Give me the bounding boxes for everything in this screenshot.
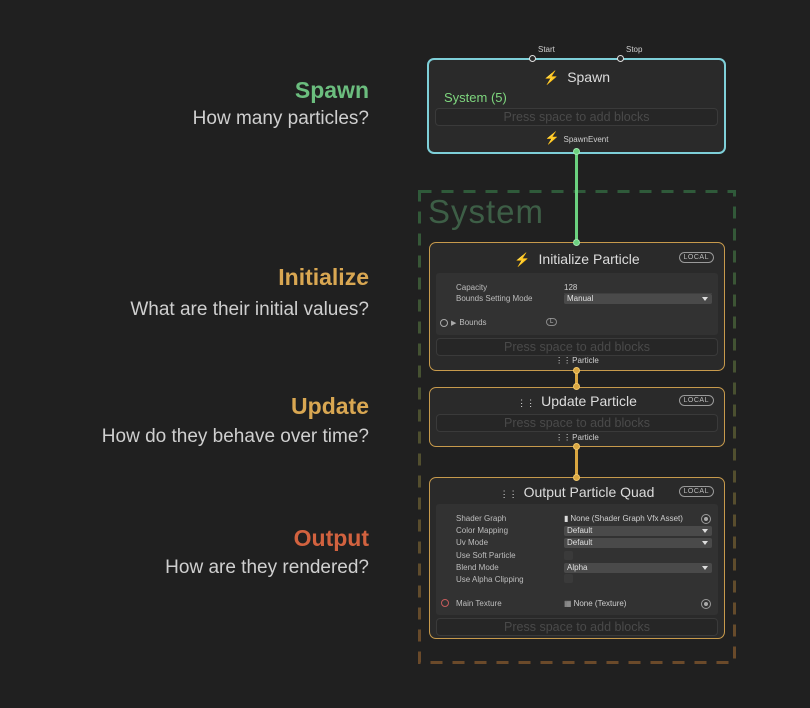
file-icon: ▮ [564, 514, 569, 523]
bounds-mode-dropdown[interactable]: Manual [564, 294, 712, 304]
bounds-mode-value: Manual [567, 294, 594, 303]
output-input-port[interactable] [573, 474, 580, 481]
blend-mode-value: Alpha [567, 563, 588, 572]
expand-arrow-icon: ▶ [451, 320, 457, 327]
initialize-flow-text: Particle [572, 356, 599, 365]
initialize-input-port[interactable] [573, 239, 580, 246]
main-texture-field[interactable]: ▦None (Texture) [564, 599, 626, 608]
chevron-down-icon [702, 566, 708, 570]
color-mapping-value: Default [567, 526, 593, 535]
update-node[interactable]: ⋮⋮ Update Particle LOCAL Press space to a… [429, 387, 725, 447]
update-heading: Update [291, 393, 369, 419]
shader-graph-picker-icon[interactable] [701, 514, 711, 524]
output-node-header: ⋮⋮ Output Particle Quad [430, 484, 724, 500]
initialize-settings-block: Capacity 128 Bounds Setting Mode Manual … [436, 273, 718, 335]
chevron-down-icon [702, 541, 708, 545]
uv-mode-value: Default [567, 538, 593, 547]
spawn-heading: Spawn [294, 77, 369, 103]
shader-graph-value: None (Shader Graph Vfx Asset) [570, 514, 683, 523]
output-settings-block: Shader Graph ▮None (Shader Graph Vfx Ass… [436, 504, 718, 615]
particle-icon: ⋮⋮ [499, 489, 518, 499]
capacity-field[interactable]: 128 [564, 283, 578, 292]
initialize-to-update-link[interactable] [575, 370, 578, 388]
update-output-port[interactable] [573, 443, 580, 450]
initialize-node[interactable]: ⚡ Initialize Particle LOCAL Capacity 128 … [429, 242, 725, 371]
update-node-title: Update Particle [541, 393, 637, 409]
output-local-badge[interactable]: LOCAL [678, 486, 714, 497]
bounds-row[interactable]: ▶Bounds [440, 318, 487, 327]
port-circle-icon [440, 318, 448, 327]
blend-mode-dropdown[interactable]: Alpha [564, 563, 712, 573]
soft-particle-label: Use Soft Particle [456, 551, 516, 560]
initialize-local-badge[interactable]: LOCAL [678, 252, 714, 263]
update-local-badge[interactable]: LOCAL [678, 395, 714, 406]
uv-mode-dropdown[interactable]: Default [564, 538, 712, 548]
bounds-label: Bounds [459, 318, 487, 327]
spawn-add-blocks[interactable]: Press space to add blocks [435, 108, 718, 126]
initialize-heading: Initialize [278, 264, 369, 290]
initialize-flow-output: ⋮⋮Particle [430, 356, 724, 365]
start-port-label: Start [538, 45, 555, 54]
spawn-output-port[interactable] [573, 148, 580, 155]
spawn-to-initialize-link[interactable] [575, 152, 578, 242]
lightning-icon: ⚡ [543, 70, 560, 85]
blend-mode-label: Blend Mode [456, 563, 499, 572]
shader-graph-label: Shader Graph [456, 514, 507, 523]
lightning-icon: ⚡ [544, 131, 560, 145]
initialize-output-port[interactable] [573, 367, 580, 374]
capacity-label: Capacity [456, 283, 488, 292]
start-port[interactable] [529, 55, 536, 62]
system-count-label: System (5) [444, 90, 507, 105]
chevron-down-icon [702, 297, 708, 301]
main-texture-port[interactable] [441, 599, 449, 607]
uv-mode-label: Uv Mode [456, 538, 489, 547]
alpha-clipping-checkbox[interactable] [564, 574, 573, 583]
capacity-underline [564, 293, 712, 294]
spawn-node-header: ⚡ Spawn [429, 69, 724, 86]
stop-port-label: Stop [626, 45, 643, 54]
main-texture-value: None (Texture) [573, 599, 627, 608]
lightning-icon: ⚡ [514, 252, 531, 267]
spawn-event-label: ⚡SpawnEvent [429, 131, 724, 145]
texture-icon: ▦ [564, 599, 572, 608]
system-title[interactable]: System [428, 193, 545, 230]
update-add-blocks[interactable]: Press space to add blocks [436, 414, 718, 432]
alpha-clipping-label: Use Alpha Clipping [456, 575, 524, 584]
output-node-title: Output Particle Quad [523, 484, 655, 500]
update-node-header: ⋮⋮ Update Particle [430, 393, 724, 409]
initialize-question: What are their initial values? [130, 299, 369, 320]
output-add-blocks[interactable]: Press space to add blocks [436, 618, 718, 636]
spawn-node[interactable]: ⚡ Spawn System (5) Press space to add blo… [427, 58, 726, 154]
output-question: How are they rendered? [165, 557, 369, 578]
spawn-question: How many particles? [192, 108, 369, 129]
soft-particle-checkbox[interactable] [564, 551, 573, 560]
bounds-mode-label: Bounds Setting Mode [456, 294, 533, 303]
output-node[interactable]: ⋮⋮ Output Particle Quad LOCAL Shader Grap… [429, 477, 725, 639]
output-heading: Output [293, 525, 369, 551]
color-mapping-dropdown[interactable]: Default [564, 526, 712, 536]
particle-icon: ⋮⋮ [517, 398, 536, 408]
main-texture-picker-icon[interactable] [701, 599, 711, 609]
spawn-node-title: Spawn [567, 69, 610, 85]
chevron-down-icon [702, 529, 708, 533]
update-input-port[interactable] [573, 383, 580, 390]
update-question: How do they behave over time? [101, 426, 369, 447]
update-to-output-link[interactable] [575, 446, 578, 478]
color-mapping-label: Color Mapping [456, 526, 509, 535]
particle-icon: ⋮⋮ [555, 356, 572, 365]
stop-port[interactable] [617, 55, 624, 62]
initialize-node-header: ⚡ Initialize Particle [430, 251, 724, 268]
particle-icon: ⋮⋮ [555, 433, 572, 442]
update-flow-text: Particle [572, 433, 599, 442]
shader-graph-field[interactable]: ▮None (Shader Graph Vfx Asset) [564, 514, 683, 523]
update-flow-output: ⋮⋮Particle [430, 433, 724, 442]
initialize-node-title: Initialize Particle [538, 251, 640, 267]
spawn-event-text: SpawnEvent [563, 135, 609, 144]
initialize-add-blocks[interactable]: Press space to add blocks [436, 338, 718, 356]
main-texture-label: Main Texture [456, 599, 502, 608]
bounds-space-toggle[interactable]: L [546, 318, 558, 326]
